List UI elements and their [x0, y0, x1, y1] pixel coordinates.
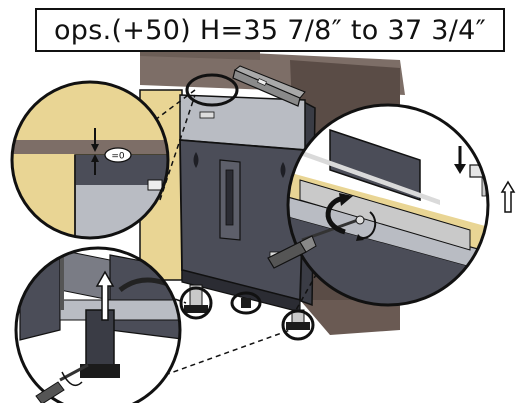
- top-bracket: [199, 111, 215, 119]
- door-slot: [225, 169, 234, 226]
- rear-center-foot: [241, 298, 251, 308]
- foot-up-arrow-icon: [95, 270, 115, 321]
- highlight-top-gap: [185, 73, 239, 107]
- rotate-arrow-small-icon: [359, 211, 377, 240]
- gap-label: =0: [111, 152, 125, 162]
- height-spec-title: ops.(+50) H=35 7/8″ to 37 3/4″: [35, 8, 505, 52]
- foot-rotate-arrow-icon: [61, 371, 83, 387]
- screwdriver-icon: [267, 215, 365, 269]
- detail-circle-adjust-screw: [267, 103, 516, 307]
- feet-group: [179, 284, 315, 341]
- door-hook-right: [280, 162, 286, 178]
- front-left-foot-base: [184, 305, 208, 313]
- spirit-level-icon: [232, 65, 306, 107]
- gap-label-bubble: [104, 147, 132, 163]
- door-hook-left: [193, 152, 199, 168]
- highlight-foot-right: [281, 309, 315, 341]
- rotate-arrow-icon: [325, 195, 346, 235]
- up-arrow-icon: [500, 180, 516, 213]
- highlight-foot-center: [230, 291, 262, 315]
- floor-shadow: [300, 300, 400, 335]
- detail-circle-top-gap: =0: [10, 80, 170, 240]
- highlight-foot-left: [179, 286, 213, 320]
- front-right-foot-base: [286, 322, 310, 330]
- detail-circle-foot: [14, 246, 182, 408]
